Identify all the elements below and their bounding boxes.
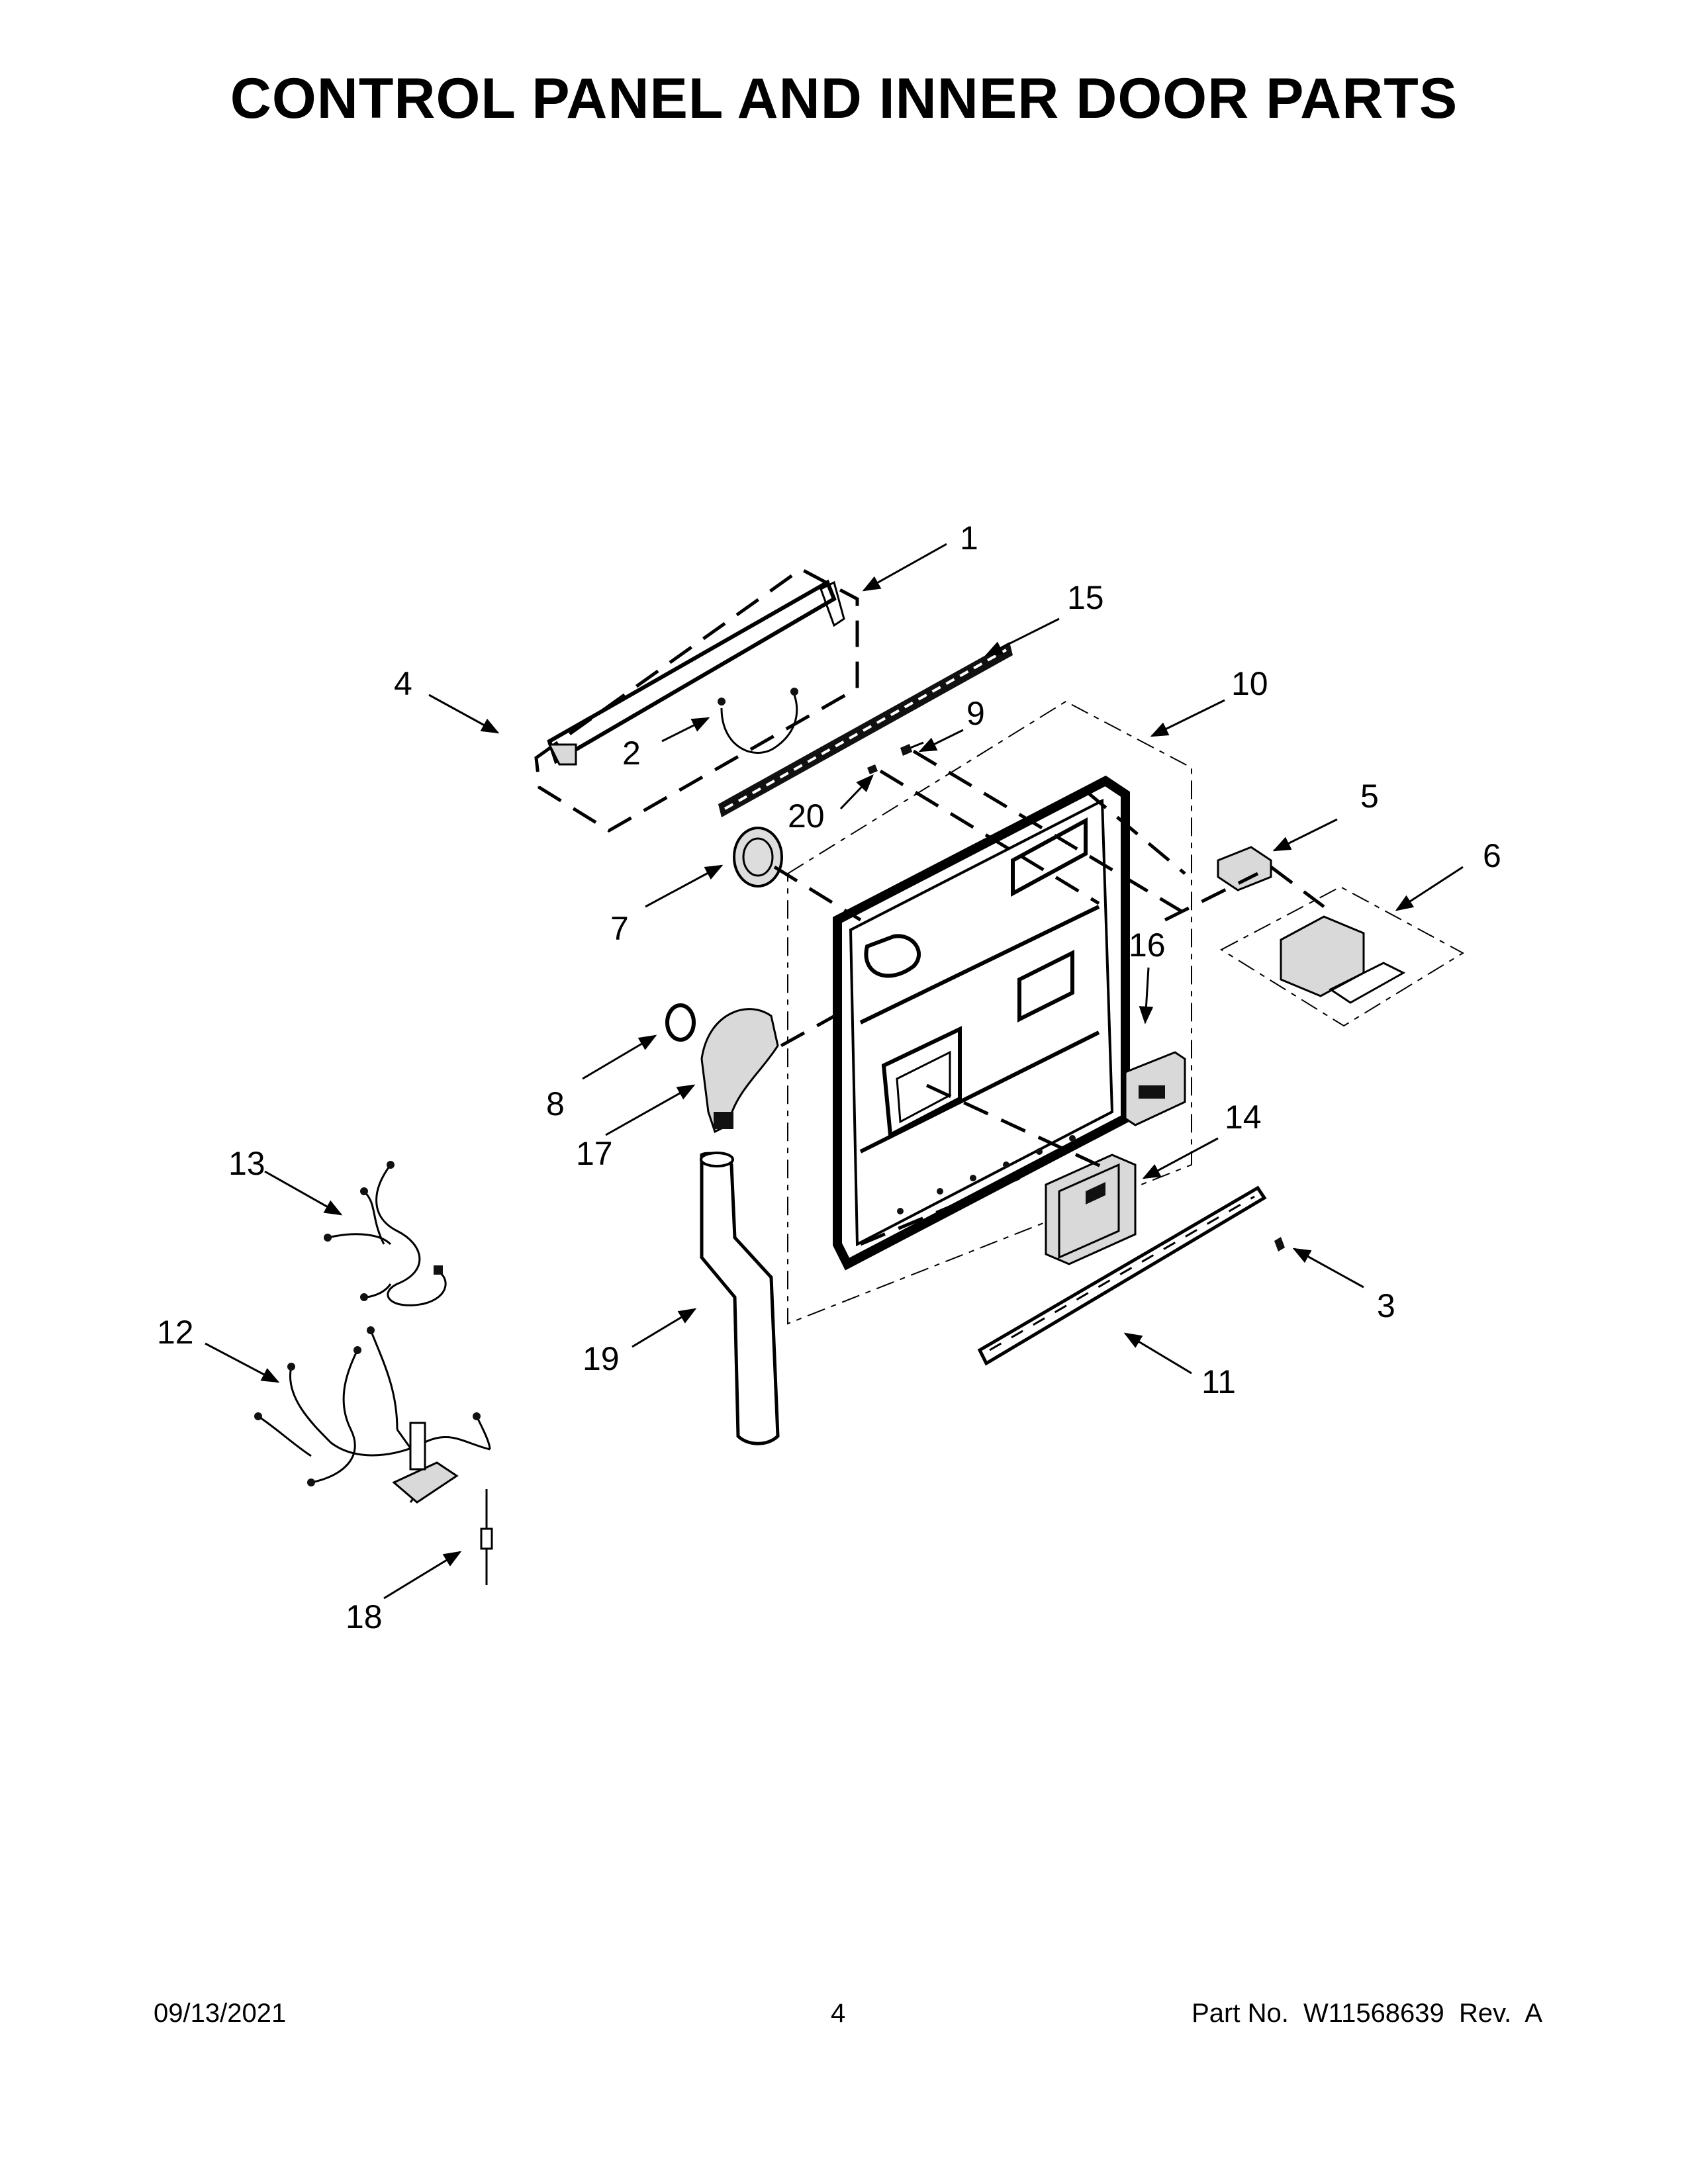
callout-3: 3 bbox=[1377, 1287, 1395, 1324]
callout-8: 8 bbox=[546, 1085, 565, 1122]
part-1-control-panel bbox=[534, 567, 859, 833]
callout-14: 14 bbox=[1225, 1099, 1262, 1136]
part-19-duct bbox=[700, 1152, 780, 1445]
part-16-latch bbox=[1124, 1051, 1186, 1126]
callout-13: 13 bbox=[228, 1145, 265, 1182]
callout-18: 18 bbox=[346, 1598, 383, 1635]
callout-17: 17 bbox=[576, 1135, 613, 1172]
part-5-bracket bbox=[1217, 846, 1272, 891]
explode-lines bbox=[773, 749, 1325, 1246]
page-title: CONTROL PANEL AND INNER DOOR PARTS bbox=[230, 67, 1458, 130]
callout-20: 20 bbox=[788, 797, 825, 835]
callout-11: 11 bbox=[1201, 1363, 1236, 1400]
callout-12: 12 bbox=[157, 1314, 194, 1351]
part-15-gasket bbox=[718, 642, 1013, 817]
part-2-wire bbox=[718, 688, 798, 754]
callout-1: 1 bbox=[960, 520, 978, 557]
part-20-screw bbox=[867, 764, 878, 774]
part-14-dispenser bbox=[1045, 1154, 1137, 1265]
footer-date: 09/13/2021 bbox=[154, 1999, 287, 2028]
part-13-wire-harness bbox=[324, 1161, 447, 1306]
part-8-o-ring bbox=[665, 1003, 696, 1042]
footer-part-number: Part No. W11568639 Rev. A bbox=[1192, 1999, 1542, 2028]
callout-9: 9 bbox=[966, 695, 985, 732]
part-18-fuse bbox=[480, 1489, 493, 1585]
callout-5: 5 bbox=[1360, 778, 1379, 815]
callout-15: 15 bbox=[1067, 579, 1104, 616]
callout-16: 16 bbox=[1129, 927, 1166, 964]
part-6-control-board bbox=[1219, 886, 1465, 1027]
part-17-vent-assembly bbox=[700, 1008, 779, 1134]
callout-10: 10 bbox=[1231, 665, 1268, 702]
leader-arrows bbox=[205, 543, 1464, 1600]
callout-7: 7 bbox=[610, 910, 629, 947]
callout-19: 19 bbox=[583, 1340, 620, 1377]
callout-4: 4 bbox=[394, 665, 412, 702]
part-7-vent bbox=[733, 827, 783, 887]
callout-2: 2 bbox=[622, 735, 641, 772]
callout-6: 6 bbox=[1483, 837, 1501, 874]
footer-page-number: 4 bbox=[831, 1999, 846, 2028]
callout-labels: 1 2 3 4 5 6 7 8 9 10 11 12 13 14 15 16 1… bbox=[157, 520, 1501, 1635]
part-12-main-harness bbox=[254, 1326, 491, 1504]
part-3-screw bbox=[1274, 1237, 1285, 1251]
part-11-door-strip bbox=[977, 1185, 1267, 1366]
